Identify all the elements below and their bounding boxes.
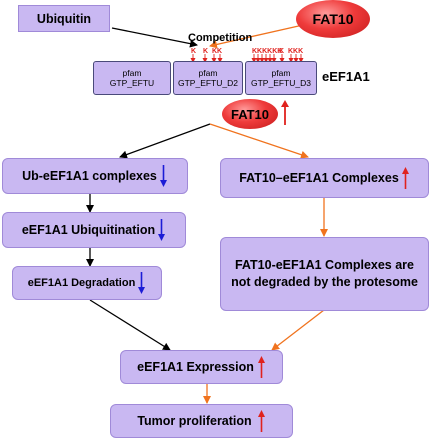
fat10-mid-label: FAT10 xyxy=(230,106,270,122)
lysine-d3-1: KKKKKK xyxy=(252,48,282,55)
fat10-competition-arrow xyxy=(209,24,304,49)
right-branch-arrow xyxy=(209,123,309,159)
fat10-top-label: FAT10 xyxy=(312,11,354,27)
degradation-down-arrow-icon xyxy=(138,272,146,294)
ubiquitin-label: Ubiquitin xyxy=(36,11,92,26)
not-degraded-box: FAT10-eEF1A1 Complexes are not degraded … xyxy=(220,237,429,311)
domain-gtp-eftu: pfam GTP_EFTU xyxy=(93,61,171,95)
not-degraded-to-expression-arrow xyxy=(271,309,325,351)
domain-gtp-eftu-d2-line1: pfam xyxy=(198,68,218,78)
eef1a1-expression-box: eEF1A1 Expression xyxy=(120,350,283,384)
not-degraded-label: FAT10-eEF1A1 Complexes are not degraded … xyxy=(231,258,418,289)
lysine-d2-2: K xyxy=(203,48,208,55)
fat10-eef1a1-complexes-box: FAT10–eEF1A1 Complexes xyxy=(220,158,429,198)
degradation-to-expression-arrow xyxy=(89,299,171,351)
fat10-eef1a1-complexes-label: FAT10–eEF1A1 Complexes xyxy=(239,171,399,185)
lysine-d2-1: K xyxy=(191,48,196,55)
lysine-ticks xyxy=(190,54,304,63)
expression-up-arrow-icon xyxy=(257,356,265,378)
eef1a1-expression-label: eEF1A1 Expression xyxy=(137,360,254,374)
fat10-top-oval: FAT10 xyxy=(296,0,370,38)
tumor-proliferation-label: Tumor proliferation xyxy=(137,414,252,428)
lysine-d3-2: K xyxy=(279,48,284,55)
ub-eef1a1-complexes-label: Ub-eEF1A1 complexes xyxy=(22,169,157,183)
lysine-d2-3: KK xyxy=(212,48,222,55)
ubiquitination-down-arrow-icon xyxy=(158,219,166,241)
domain-gtp-eftu-d3: pfam GTP_EFTU_D3 xyxy=(245,61,317,95)
domain-gtp-eftu-d3-line1: pfam xyxy=(271,68,291,78)
left-branch-arrow xyxy=(119,123,211,159)
eef1a1-ubiquitination-label: eEF1A1 Ubiquitination xyxy=(21,223,156,237)
eef1a1-label: eEF1A1 xyxy=(322,69,370,84)
ubiquitin-arrow xyxy=(111,27,198,48)
domain-gtp-eftu-line2: GTP_EFTU xyxy=(109,78,155,88)
tumor-proliferation-box: Tumor proliferation xyxy=(110,404,293,438)
eef1a1-degradation-label: eEF1A1 Degradation xyxy=(27,277,136,289)
ub-complexes-down-arrow-icon xyxy=(159,165,167,187)
eef1a1-ubiquitination-box: eEF1A1 Ubiquitination xyxy=(2,212,186,248)
domain-gtp-eftu-d2-line2: GTP_EFTU_D2 xyxy=(178,78,238,88)
proliferation-up-arrow-icon xyxy=(257,410,265,432)
domain-gtp-eftu-line1: pfam xyxy=(122,68,142,78)
domain-gtp-eftu-d2: pfam GTP_EFTU_D2 xyxy=(173,61,243,95)
ub-eef1a1-complexes-box: Ub-eEF1A1 complexes xyxy=(2,158,188,194)
fat10-up-arrow-icon xyxy=(281,100,289,125)
fat10-complexes-up-arrow-icon xyxy=(401,167,409,189)
lysine-d3-3: KKK xyxy=(288,48,303,55)
ubiquitin-box: Ubiquitin xyxy=(18,5,110,32)
competition-label: Competition xyxy=(188,32,253,44)
fat10-mid-oval: FAT10 xyxy=(222,99,278,129)
eef1a1-degradation-box: eEF1A1 Degradation xyxy=(12,266,162,300)
lysine-labels: K K KK KKKKKK K KKK xyxy=(191,48,303,55)
domain-gtp-eftu-d3-line2: GTP_EFTU_D3 xyxy=(251,78,311,88)
